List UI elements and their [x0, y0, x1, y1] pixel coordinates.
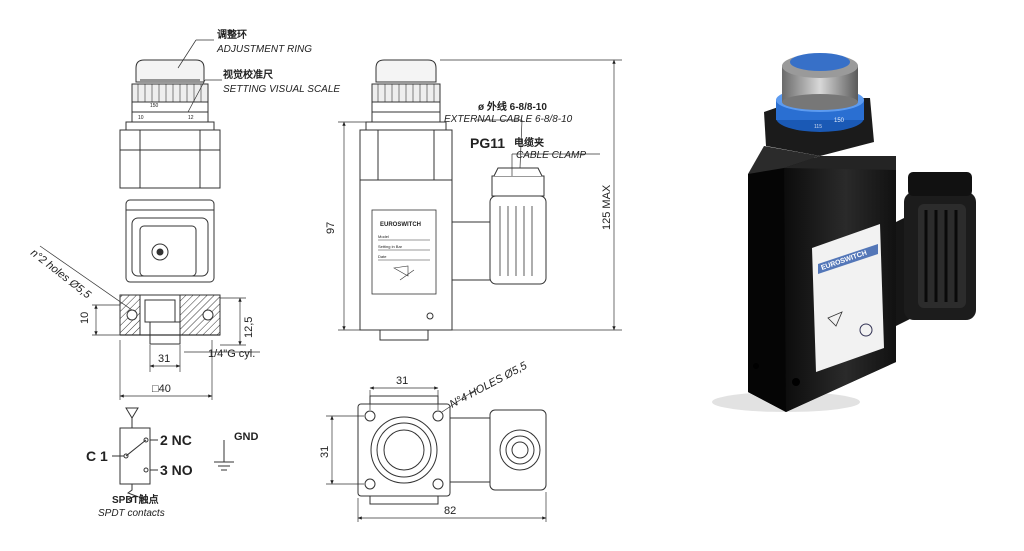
dim-40: □40	[152, 383, 171, 395]
visual-scale-en: SETTING VISUAL SCALE	[223, 84, 340, 95]
dim-10: 10	[79, 312, 91, 324]
plate-date: Date	[378, 254, 387, 259]
spdt-cn: SPDT触点	[112, 493, 159, 506]
plate-brand: EUROSWITCH	[380, 222, 421, 228]
photo-scale-115: 115	[814, 124, 822, 130]
spdt-en: SPDT contacts	[98, 508, 165, 519]
plate-setting: Setting in Bar	[378, 244, 403, 249]
nc-label: 2 NC	[160, 432, 192, 448]
dim-31-side: 31	[319, 446, 331, 458]
adjustment-ring-cn: 调整环	[217, 28, 247, 41]
dim-31-top: 31	[396, 375, 408, 387]
external-cable-cn: ø 外线 6-8/8-10	[478, 100, 547, 113]
scale-tick-10: 10	[138, 115, 144, 121]
plate-model: Model	[378, 234, 389, 239]
holes-4-label: N°4 HOLES Ø5,5	[448, 359, 530, 410]
pg11-label: PG11	[470, 135, 505, 151]
scale-tick-12: 12	[188, 115, 194, 121]
side-dimensions	[338, 59, 622, 331]
external-cable-en: EXTERNAL CABLE 6-8/8-10	[444, 114, 573, 125]
front-view	[119, 59, 221, 345]
visual-scale-cn: 视觉校准尺	[223, 68, 273, 81]
side-view	[359, 59, 547, 341]
photo-scale-150: 150	[834, 118, 845, 124]
thread-label: 1/4"G cyl.	[208, 348, 255, 360]
dim-31-front: 31	[158, 353, 170, 365]
dim-125-max: 125 MAX	[601, 184, 613, 230]
gnd-label: GND	[234, 431, 259, 443]
adjustment-ring-en: ADJUSTMENT RING	[216, 44, 312, 55]
scale-tick-150: 150	[150, 103, 159, 109]
cable-clamp-cn: 电缆夹	[514, 136, 544, 149]
top-dimensions	[326, 386, 547, 522]
dim-82: 82	[444, 505, 456, 517]
holes-2-label: n°2 holes Ø5,5	[28, 247, 94, 302]
cable-clamp-en: CABLE CLAMP	[516, 150, 586, 161]
front-dimensions	[39, 39, 260, 400]
dim-12-5: 12,5	[243, 317, 255, 338]
product-photo: 150 115 EUROSWITCH	[712, 53, 976, 412]
no-label: 3 NO	[160, 462, 193, 478]
spdt-schematic	[112, 407, 234, 503]
dim-97: 97	[325, 222, 337, 234]
c1-label: C 1	[86, 448, 108, 464]
top-view	[357, 395, 547, 505]
